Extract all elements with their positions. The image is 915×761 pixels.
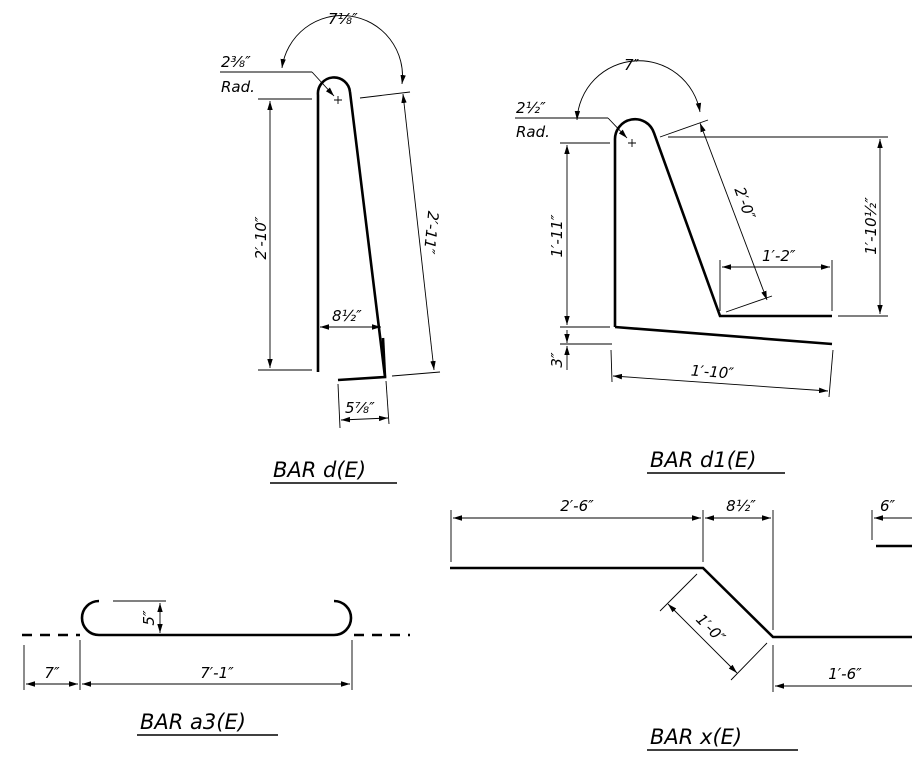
bar-d1-group: 2½″ Rad. 7″ 1′-11″ 3″ 2′-0″ 1′-2″ 1′-10½… [515,56,888,474]
bar-d-title: BAR d(E) [273,458,366,482]
bar-x-offset-label: 8½″ [726,497,756,515]
bar-x-title: BAR x(E) [650,725,742,749]
bar-d1-arc-dim [574,60,702,121]
bar-d1-height-label: 1′-11″ [548,214,566,257]
bar-d1-bottom-offset-label: 3″ [548,352,566,368]
bar-d-hook-dim [340,415,389,423]
bar-a3-shape [80,599,353,637]
bar-x-right-label: 6″ [880,497,896,515]
bar-d1-bottom-label: 1′-10″ [690,362,735,383]
bar-d-slant-dim [401,93,436,371]
bar-d-width-label: 8½″ [332,307,362,325]
bar-d1-title: BAR d1(E) [650,448,756,472]
bar-d1-shape [613,117,832,327]
bar-x-slant-dim [667,603,738,674]
bar-d-arc-dim [280,15,406,85]
bar-d1-radius-value: 2½″ [516,99,546,117]
bar-d-group: 2⅜″ Rad. 7⅛″ 2′-10″ 2′-11″ 8½″ 5⅞″ BAR d… [220,10,442,484]
bar-x-slant-label: 1′-0″ [692,610,729,647]
bar-d1-bottom-dim [612,373,829,394]
bar-d-height-label: 2′-10″ [252,216,270,259]
bar-d-radius-value: 2⅜″ [221,53,251,71]
bar-d1-radius-label: Rad. [516,123,550,141]
bar-d1-bottom-leg [614,325,833,346]
bar-d1-arc-label: 7″ [624,56,640,74]
bar-d-hook-label: 5⅞″ [345,399,375,417]
bar-d-slant-label: 2′-11″ [420,210,442,255]
bar-a3-title: BAR a3(E) [140,710,246,734]
bar-d1-right-height-label: 1′-10½″ [862,197,880,255]
bar-d-center-mark [334,96,342,104]
bar-d-hook-tick [381,337,387,378]
bar-x-shape [450,566,912,639]
bar-a3-group: 5″ 7″ 7′-1″ BAR a3(E) [22,599,410,736]
bar-x-top-label: 2′-6″ [560,497,594,515]
bar-a3-lap-label: 7″ [44,664,60,682]
bar-d1-slant-label: 2′-0″ [731,184,760,222]
bar-x-group: 2′-6″ 8½″ 6″ 1′-0″ 1′-6″ BAR x(E) [450,497,912,751]
bar-d1-center-mark [628,139,636,147]
bar-a3-length-label: 7′-1″ [200,664,234,682]
bar-x-bottom-label: 1′-6″ [828,665,862,683]
bar-d-radius-label: Rad. [221,78,255,96]
bar-d1-slant-dim [699,122,768,301]
bar-d-shape [316,76,387,382]
bar-a3-hook-label: 5″ [140,610,158,626]
bar-d1-leg-label: 1′-2″ [762,247,796,265]
bar-d-arc-label: 7⅛″ [328,10,358,28]
